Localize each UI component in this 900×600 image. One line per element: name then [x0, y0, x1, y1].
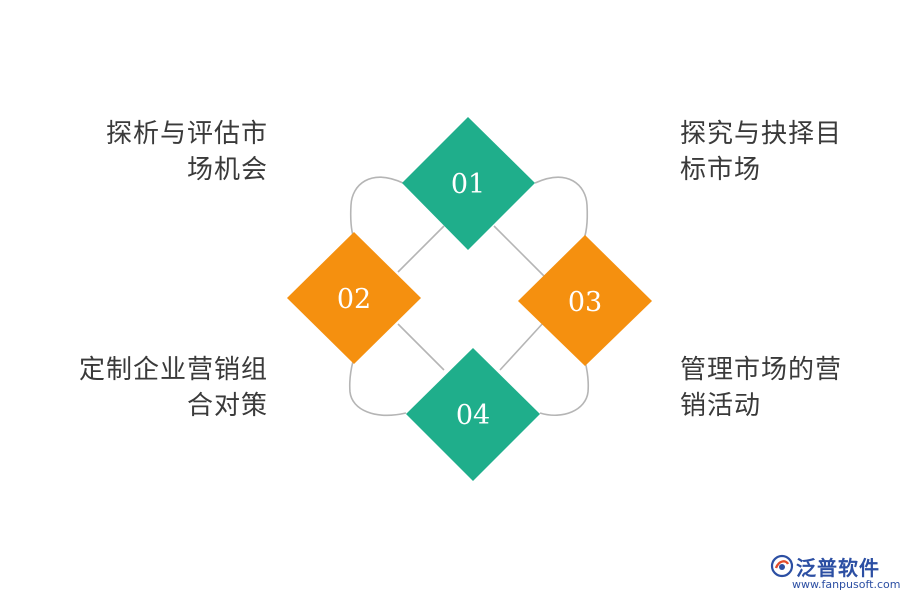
step-02-label: 定制企业营销组 合对策	[60, 352, 268, 424]
step-04-label-line-2: 销活动	[680, 391, 762, 421]
step-03-label: 探究与抉择目 标市场	[680, 116, 880, 188]
step-04-label: 管理市场的营 销活动	[680, 352, 880, 424]
step-03-label-line-2: 标市场	[680, 155, 762, 185]
step-02-number: 02	[337, 284, 371, 315]
connector-arc-01-03	[534, 176, 589, 245]
step-04-diamond: 04	[406, 348, 540, 481]
connector-inner-02-04	[397, 323, 445, 371]
step-02-diamond: 02	[287, 232, 421, 364]
step-01-label-line-1: 探析与评估市	[105, 119, 268, 149]
connector-arc-01-02	[349, 176, 404, 245]
step-03-diamond: 03	[518, 235, 652, 366]
step-03-label-line-1: 探究与抉择目	[680, 119, 843, 149]
watermark-url: www.fanpusoft.com	[792, 578, 900, 591]
brand-logo-icon	[770, 554, 794, 578]
step-04-label-line-1: 管理市场的营	[680, 355, 843, 385]
step-01-diamond: 01	[402, 117, 535, 250]
step-01-label: 探析与评估市 场机会	[80, 116, 268, 188]
connector-arc-02-04	[348, 351, 407, 417]
step-02-label-line-1: 定制企业营销组	[78, 355, 268, 385]
watermark-brand: 泛普软件	[796, 556, 880, 580]
watermark: 泛普软件 www.fanpusoft.com	[770, 552, 900, 596]
step-04-number: 04	[456, 400, 490, 431]
step-02-label-line-2: 合对策	[186, 391, 268, 421]
step-01-label-line-2: 场机会	[186, 155, 268, 185]
connector-inner-03-04	[499, 321, 545, 371]
step-01-number: 01	[451, 169, 485, 200]
step-03-number: 03	[568, 287, 602, 318]
connector-inner-01-03	[493, 225, 545, 277]
connector-inner-01-02	[397, 225, 445, 273]
